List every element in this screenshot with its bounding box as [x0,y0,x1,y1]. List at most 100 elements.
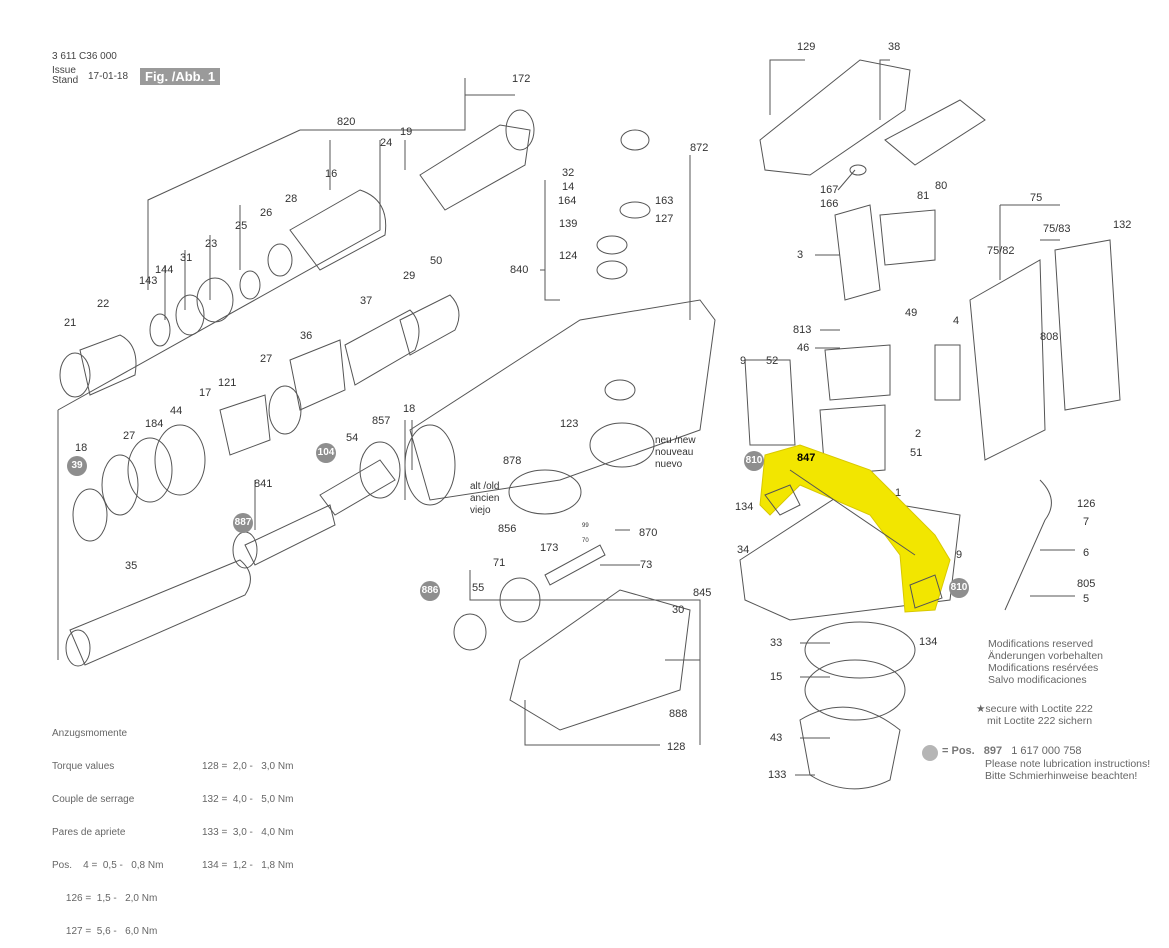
part-33[interactable]: 33 [770,637,783,649]
part-857[interactable]: 857 [372,415,391,427]
part-813[interactable]: 813 [793,324,812,336]
issue-label-en: Issue [52,65,76,76]
part-28[interactable]: 28 [285,193,298,205]
part-54[interactable]: 54 [346,432,359,444]
part-18[interactable]: 18 [75,442,88,454]
part-127[interactable]: 127 [655,213,674,225]
part-37[interactable]: 37 [360,295,373,307]
part-133[interactable]: 133 [768,769,787,781]
part-22[interactable]: 22 [97,298,110,310]
part-18-mid[interactable]: 18 [403,403,416,415]
part-81[interactable]: 81 [917,190,930,202]
part-36[interactable]: 36 [300,330,313,342]
part-25[interactable]: 25 [235,220,248,232]
part-134-lower[interactable]: 134 [919,636,938,648]
part-71[interactable]: 71 [493,557,506,569]
part-75[interactable]: 75 [1030,192,1043,204]
part-24[interactable]: 24 [380,137,393,149]
pos-number: 897 [983,745,1003,757]
part-847[interactable]: 847 [797,452,816,464]
part-820[interactable]: 820 [337,116,356,128]
part-15[interactable]: 15 [770,671,783,683]
badge-810[interactable]: 810 [744,451,764,471]
badge-810-lower[interactable]: 810 [949,578,969,598]
part-19[interactable]: 19 [400,126,413,138]
part-126[interactable]: 126 [1077,498,1096,510]
badge-39[interactable]: 39 [67,456,87,476]
part-808[interactable]: 808 [1040,331,1059,343]
part-43[interactable]: 43 [770,732,783,744]
part-143[interactable]: 143 [139,275,158,287]
part-46[interactable]: 46 [797,342,810,354]
part-872[interactable]: 872 [690,142,709,154]
part-52[interactable]: 52 [766,355,779,367]
pos-code: 1 617 000 758 [1011,745,1082,757]
badge-104[interactable]: 104 [316,443,336,463]
part-888[interactable]: 888 [669,708,688,720]
part-121[interactable]: 121 [218,377,237,389]
part-123[interactable]: 123 [560,418,579,430]
part-129[interactable]: 129 [797,41,816,53]
highlighted-brush-assembly[interactable] [759,444,951,613]
part-164[interactable]: 164 [558,195,577,207]
badge-886[interactable]: 886 [420,581,440,601]
part-128[interactable]: 128 [667,741,686,753]
part-841[interactable]: 841 [254,478,273,490]
part-5[interactable]: 5 [1083,593,1090,605]
part-132[interactable]: 132 [1113,219,1132,231]
part-845[interactable]: 845 [693,587,712,599]
part-55[interactable]: 55 [472,582,485,594]
new-label-2: nouveau [655,447,694,458]
part-134[interactable]: 134 [735,501,754,513]
part-3[interactable]: 3 [797,249,804,261]
part-805[interactable]: 805 [1077,578,1096,590]
part-75-83[interactable]: 75/83 [1043,223,1071,235]
part-27-lower[interactable]: 27 [123,430,136,442]
part-17[interactable]: 17 [199,387,212,399]
part-23[interactable]: 23 [205,238,218,250]
part-184[interactable]: 184 [145,418,164,430]
part-870[interactable]: 870 [639,527,658,539]
part-44[interactable]: 44 [170,405,183,417]
part-856[interactable]: 856 [498,523,517,535]
part-32[interactable]: 32 [562,167,575,179]
part-139[interactable]: 139 [559,218,578,230]
part-7[interactable]: 7 [1083,516,1090,528]
part-34[interactable]: 34 [737,544,750,556]
part-16[interactable]: 16 [325,168,338,180]
part-51[interactable]: 51 [910,447,923,459]
part-173[interactable]: 173 [540,542,559,554]
torque-title-en: Torque values [52,761,115,772]
part-21[interactable]: 21 [64,317,77,329]
part-1[interactable]: 1 [895,487,902,499]
part-840[interactable]: 840 [510,264,529,276]
part-9[interactable]: 9 [740,355,747,367]
part-166[interactable]: 166 [820,198,839,210]
part-9-lower[interactable]: 9 [956,549,963,561]
badge-887[interactable]: 887 [233,513,253,533]
part-38[interactable]: 38 [888,41,901,53]
part-167[interactable]: 167 [820,184,839,196]
part-29[interactable]: 29 [403,270,416,282]
part-124[interactable]: 124 [559,250,578,262]
part-14[interactable]: 14 [562,181,575,193]
part-878[interactable]: 878 [503,455,522,467]
part-75-82[interactable]: 75/82 [987,245,1015,257]
part-144[interactable]: 144 [155,264,174,276]
part-172[interactable]: 172 [512,73,531,85]
part-27[interactable]: 27 [260,353,273,365]
part-26[interactable]: 26 [260,207,273,219]
part-31[interactable]: 31 [180,252,193,264]
part-49[interactable]: 49 [905,307,918,319]
part-6[interactable]: 6 [1083,547,1090,559]
torque-row-127: 127 = 5,6 - 6,0 Nm [52,926,158,937]
document-number: 3 611 C36 000 [52,51,117,62]
part-50[interactable]: 50 [430,255,443,267]
part-4[interactable]: 4 [953,315,960,327]
part-2[interactable]: 2 [915,428,922,440]
part-80[interactable]: 80 [935,180,948,192]
part-73[interactable]: 73 [640,559,653,571]
part-35[interactable]: 35 [125,560,138,572]
part-163[interactable]: 163 [655,195,674,207]
part-30[interactable]: 30 [672,604,685,616]
